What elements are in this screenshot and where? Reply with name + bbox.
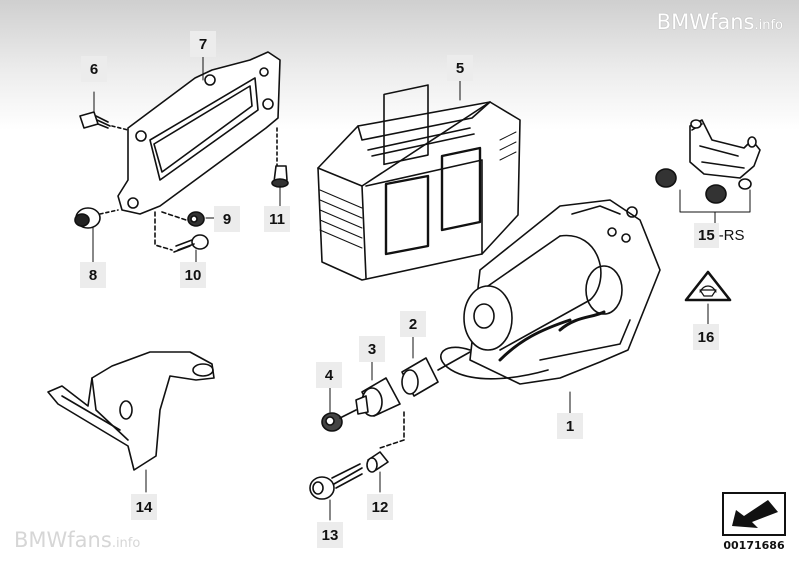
part-8-bushing bbox=[74, 207, 119, 229]
callout-16[interactable]: 16 bbox=[693, 324, 719, 350]
callout-13[interactable]: 13 bbox=[317, 522, 343, 548]
part-9-nut bbox=[187, 211, 205, 227]
part-11-bolt bbox=[271, 127, 289, 188]
callout-3[interactable]: 3 bbox=[359, 336, 385, 362]
part-14-lower-bracket bbox=[47, 351, 215, 471]
warning-triangle-icon bbox=[684, 270, 732, 302]
diagram-number: 00171686 bbox=[723, 539, 785, 552]
part-6-bolt bbox=[79, 111, 129, 131]
watermark-bottom: BMWfans.info bbox=[14, 528, 141, 552]
part-1-pump-motor bbox=[440, 199, 661, 385]
callout-7[interactable]: 7 bbox=[190, 31, 216, 57]
callout-5[interactable]: 5 bbox=[447, 55, 473, 81]
part-4-nut bbox=[321, 409, 357, 432]
part-2-sleeve bbox=[401, 351, 471, 397]
callout-15[interactable]: 15-RS bbox=[694, 222, 745, 248]
watermark-top: BMWfans.info bbox=[656, 10, 783, 34]
part-15-hose-set bbox=[655, 119, 761, 213]
page-corner-arrow-icon bbox=[722, 492, 786, 536]
callout-1[interactable]: 1 bbox=[557, 413, 583, 439]
callout-2[interactable]: 2 bbox=[400, 311, 426, 337]
callout-11[interactable]: 11 bbox=[264, 206, 290, 232]
callout-15-suffix: -RS bbox=[718, 226, 745, 244]
part-5-control-unit bbox=[317, 84, 521, 281]
callout-15-number: 15 bbox=[694, 222, 719, 248]
callout-4[interactable]: 4 bbox=[316, 362, 342, 388]
part-12-spacer bbox=[366, 451, 389, 473]
part-3-damper bbox=[355, 377, 401, 417]
callout-9[interactable]: 9 bbox=[214, 206, 240, 232]
part-13-bolt bbox=[309, 463, 363, 500]
callout-8[interactable]: 8 bbox=[80, 262, 106, 288]
callout-10[interactable]: 10 bbox=[180, 262, 206, 288]
callout-12[interactable]: 12 bbox=[367, 494, 393, 520]
callout-14[interactable]: 14 bbox=[131, 494, 157, 520]
part-10-screw bbox=[173, 234, 209, 253]
callout-6[interactable]: 6 bbox=[81, 56, 107, 82]
part-7-bracket-plate bbox=[117, 51, 281, 215]
